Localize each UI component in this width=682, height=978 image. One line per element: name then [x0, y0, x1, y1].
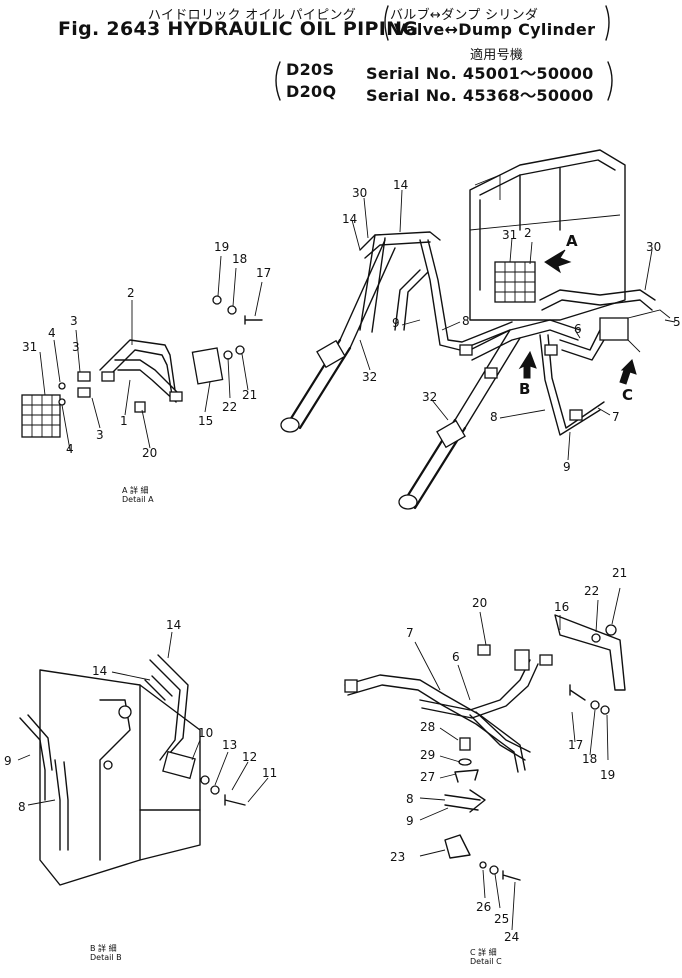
part-label: 8 [406, 792, 414, 806]
caption-en: Detail B [90, 953, 122, 962]
bracket-right-serial [607, 61, 613, 101]
part-label: 9 [563, 460, 571, 474]
detail-c-drawing [344, 587, 626, 931]
caption-jp: B 詳 細 [90, 944, 117, 953]
part-label: 8 [490, 410, 498, 424]
caption-en: Detail C [470, 957, 502, 966]
japanese-subtitle: バルブ↔ダンプ シリンダ [390, 8, 539, 23]
part-label: 22 [584, 584, 600, 598]
part-label: 9 [392, 316, 400, 330]
part-label: 31 [502, 228, 518, 242]
part-label: 22 [222, 400, 238, 414]
part-label: 19 [214, 240, 230, 254]
part-label: 3 [96, 428, 104, 442]
main-assembly-drawing [280, 149, 676, 510]
view-marker-b: B [519, 380, 531, 398]
japanese-title: ハイドロリック オイル パイピング [148, 8, 357, 23]
part-label: 15 [198, 414, 214, 428]
caption-jp: A 詳 細 [122, 486, 149, 495]
part-label: 4 [48, 326, 56, 340]
part-label: 31 [22, 340, 38, 354]
part-label: 8 [462, 314, 470, 328]
caption-detail-a: A 詳 細 Detail A [122, 486, 154, 504]
applicable-models-label: 適用号機 [470, 48, 524, 63]
part-label: 26 [476, 900, 492, 914]
part-label: 14 [166, 618, 182, 632]
part-label: 4 [66, 442, 74, 456]
part-label: 10 [198, 726, 214, 740]
part-label: 18 [232, 252, 248, 266]
figure-title: Fig. 2643 HYDRAULIC OIL PIPING [58, 18, 419, 40]
part-label: 19 [600, 768, 616, 782]
part-label: 20 [472, 596, 488, 610]
part-label: 11 [262, 766, 278, 780]
part-label: 32 [422, 390, 438, 404]
part-label: 29 [420, 748, 436, 762]
serial-d20s: Serial No. 45001～50000 [366, 64, 594, 83]
part-label: 24 [504, 930, 520, 944]
part-label: 7 [406, 626, 414, 640]
part-label: 25 [494, 912, 510, 926]
part-label: 32 [362, 370, 378, 384]
part-label: 5 [673, 315, 681, 329]
part-label: 30 [352, 186, 368, 200]
part-label: 18 [582, 752, 598, 766]
part-label: 8 [18, 800, 26, 814]
part-label: 20 [142, 446, 158, 460]
part-label: 3 [72, 340, 80, 354]
part-label: 23 [390, 850, 406, 864]
detail-b-drawing [17, 631, 269, 886]
part-label: 17 [256, 266, 272, 280]
part-label: 2 [127, 286, 135, 300]
bracket-left-serial [275, 61, 281, 101]
part-label: 6 [452, 650, 460, 664]
part-label: 3 [70, 314, 78, 328]
view-marker-a: A [566, 232, 578, 250]
part-label: 14 [92, 664, 108, 678]
part-label: 28 [420, 720, 436, 734]
part-label: 12 [242, 750, 258, 764]
part-label: 30 [646, 240, 662, 254]
view-marker-c: C [622, 386, 634, 404]
part-label: 17 [568, 738, 584, 752]
part-label: 16 [554, 600, 570, 614]
bracket-left-sub [384, 5, 389, 41]
model-d20s: D20S [286, 60, 335, 79]
part-label: 2 [524, 226, 532, 240]
part-label: 21 [242, 388, 258, 402]
bracket-right-sub [605, 5, 610, 41]
part-label: 14 [342, 212, 358, 226]
caption-jp: C 詳 細 [470, 948, 497, 957]
part-label: 13 [222, 738, 238, 752]
caption-detail-b: B 詳 細 Detail B [90, 944, 122, 962]
english-subtitle: Valve↔Dump Cylinder [394, 20, 596, 39]
caption-detail-c: C 詳 細 Detail C [470, 948, 502, 966]
part-label: 9 [406, 814, 414, 828]
part-label: 21 [612, 566, 628, 580]
part-label: 14 [393, 178, 409, 192]
serial-d20q: Serial No. 45368～50000 [366, 86, 594, 105]
part-label: 7 [612, 410, 620, 424]
caption-en: Detail A [122, 495, 154, 504]
part-label: 6 [574, 322, 582, 336]
part-label: 27 [420, 770, 436, 784]
part-label: 1 [120, 414, 128, 428]
model-d20q: D20Q [286, 82, 337, 101]
detail-a-drawing [21, 255, 263, 451]
part-label: 9 [4, 754, 12, 768]
